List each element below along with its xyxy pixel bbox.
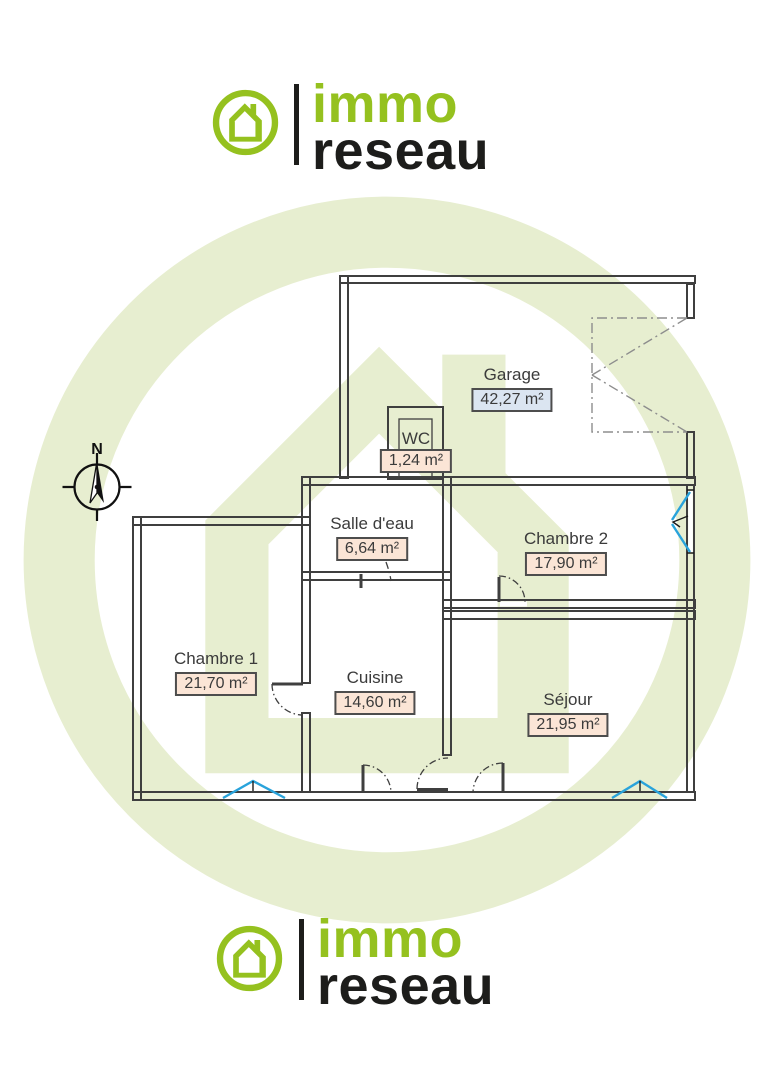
- chambre2-window-mark: [671, 515, 689, 528]
- logo-word-reseau: reseau: [312, 121, 490, 181]
- logo-wordmark: immo reseau: [317, 909, 495, 1016]
- header-logo: immo reseau: [0, 0, 763, 190]
- west-wall: [132, 516, 142, 801]
- garage-right-wall-upper: [686, 283, 695, 319]
- logo-word-reseau: reseau: [317, 956, 495, 1016]
- garage-door-diagonals: [591, 317, 688, 433]
- logo-word-immo: immo: [312, 74, 459, 134]
- sejour-entry-door-arc: [472, 762, 504, 794]
- salle-deau-door-opening: [361, 573, 389, 579]
- garage-door-frame: [591, 317, 687, 433]
- room-area-badge: 21,70 m²: [175, 672, 257, 696]
- room-name: Séjour: [543, 690, 593, 709]
- garage-right-wall-lower: [686, 431, 695, 479]
- sejour-top-wall: [442, 610, 696, 620]
- logo-word-immo: immo: [317, 909, 464, 969]
- room-label-cuisine: Cuisine 14,60 m²: [334, 668, 416, 715]
- cuisine-east-wall: [442, 476, 452, 756]
- center-door-arc: [416, 757, 449, 790]
- logo-divider-bar: [294, 84, 299, 165]
- east-wall: [686, 484, 695, 793]
- chambre1-window: [222, 779, 286, 800]
- room-name: WC: [401, 429, 431, 448]
- chambre1-east-wall-lower: [301, 712, 311, 793]
- room-label-salle-deau: Salle d'eau 6,64 m²: [330, 514, 414, 561]
- room-name: Chambre 2: [523, 529, 609, 548]
- chambre1-door-arc: [271, 683, 304, 716]
- doors: [271, 561, 526, 794]
- house-top-wall: [301, 476, 696, 486]
- room-label-wc: WC 1,24 m²: [379, 429, 453, 473]
- garage-left-wall: [339, 275, 349, 479]
- room-label-sejour: Séjour 21,95 m²: [527, 690, 609, 737]
- chambre2-window-jambs: [687, 489, 694, 554]
- salle-deau-door-arc: [385, 561, 392, 582]
- chambre2-window: [670, 491, 692, 553]
- compass-icon: [62, 453, 132, 521]
- compass-center-dot: [94, 484, 100, 490]
- bottom-wall: [132, 791, 696, 801]
- logo-divider-bar: [299, 919, 304, 1000]
- garage-top-wall: [339, 275, 696, 284]
- compass-needle-dark: [97, 461, 104, 503]
- garage-door: [591, 317, 688, 433]
- walls: [132, 275, 696, 801]
- compass-ticks: [62, 453, 132, 521]
- room-area-badge: 14,60 m²: [334, 691, 416, 715]
- chambre1-top-wall: [132, 516, 311, 526]
- room-area-badge: 1,24 m²: [379, 449, 453, 473]
- room-label-chambre-2: Chambre 2 17,90 m²: [524, 529, 608, 576]
- chambre2-door-arc: [498, 575, 526, 603]
- room-area-badge: 21,95 m²: [527, 713, 609, 737]
- compass-north-label: N: [91, 441, 103, 458]
- chambre2-bottom-wall: [442, 599, 696, 609]
- room-area-badge: 17,90 m²: [525, 552, 607, 576]
- logo-wordmark: immo reseau: [312, 74, 490, 181]
- room-label-garage: Garage 42,27 m²: [471, 365, 553, 412]
- windows: [222, 489, 694, 800]
- room-area-badge: 6,64 m²: [335, 537, 409, 561]
- compass-needle-light: [89, 460, 98, 504]
- immo-reseau-house-icon: [214, 923, 285, 994]
- chambre2-window-opening: [688, 491, 693, 553]
- chambre2-door-opening: [500, 601, 527, 607]
- cuisine-entry-door-arc: [362, 764, 392, 794]
- salle-deau-bottom-wall: [301, 571, 452, 581]
- room-area-badge: 42,27 m²: [471, 388, 553, 412]
- room-name: Cuisine: [346, 668, 404, 687]
- footer-logo: immo reseau: [0, 890, 763, 1080]
- room-label-chambre-1: Chambre 1 21,70 m²: [174, 649, 258, 696]
- room-name: Salle d'eau: [330, 514, 414, 533]
- room-name: Chambre 1: [173, 649, 259, 668]
- immo-reseau-house-icon: [210, 87, 281, 158]
- room-name: Garage: [483, 365, 541, 384]
